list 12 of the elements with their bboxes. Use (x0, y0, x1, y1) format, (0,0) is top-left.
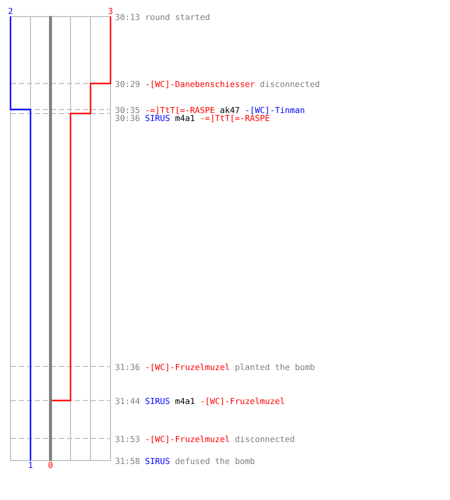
log-entry: 31:44 SIRUS m4a1 -[WC]-Fruzelmuzel (115, 396, 285, 404)
count-label: 2 (8, 7, 14, 15)
log-entry: 30:29 -[WC]-Danebenschiesser disconnected (115, 80, 320, 88)
count-label: 0 (48, 461, 54, 469)
log-entry: 31:58 SIRUS defused the bomb (115, 456, 255, 464)
log-entry: 30:13 round started (115, 12, 210, 20)
log-entry: 31:36 -[WC]-Fruzelmuzel planted the bomb (115, 362, 315, 370)
log-entry: 31:53 -[WC]-Fruzelmuzel disconnected (115, 434, 295, 442)
log-entry: 30:36 SIRUS m4a1 -=]TtT[=-RASPE (115, 114, 270, 122)
count-label: 3 (108, 7, 114, 15)
log-entry: 30:35 -=]TtT[=-RASPE ak47 -[WC]-Tinman (115, 106, 305, 114)
count-label: 1 (28, 461, 34, 469)
